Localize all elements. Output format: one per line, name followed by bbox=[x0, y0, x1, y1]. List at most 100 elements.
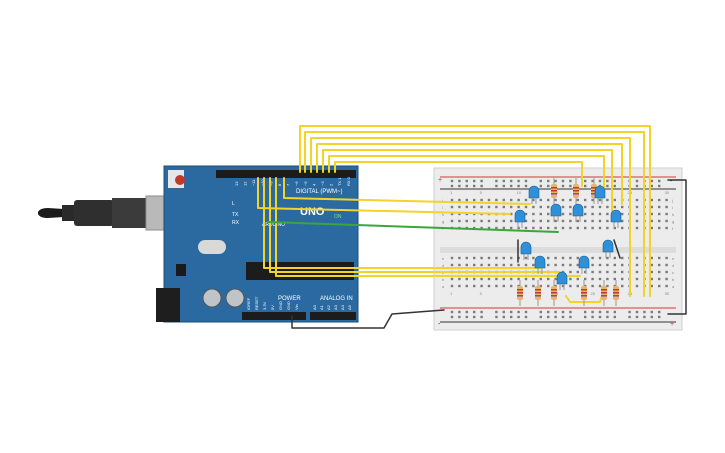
digital-pin-label: 13 bbox=[234, 181, 239, 186]
blue-led[interactable] bbox=[572, 203, 584, 222]
blue-led[interactable] bbox=[556, 271, 568, 290]
row-letter: d bbox=[672, 263, 674, 268]
blue-led[interactable] bbox=[602, 239, 614, 258]
row-letter: b bbox=[442, 277, 445, 282]
power-pin-label: Vin bbox=[294, 304, 299, 310]
blue-led[interactable] bbox=[550, 203, 562, 222]
signal-wire[interactable] bbox=[283, 177, 531, 205]
blue-led[interactable] bbox=[514, 209, 526, 228]
blue-led[interactable] bbox=[578, 255, 590, 274]
ground-wire[interactable] bbox=[667, 179, 687, 315]
rail-plus-bottom: + bbox=[670, 321, 674, 328]
tx-label: TX bbox=[232, 212, 239, 218]
digital-pin-label: ~6 bbox=[294, 181, 299, 186]
power-pin-label: 5V bbox=[270, 305, 275, 310]
signal-wire[interactable] bbox=[304, 131, 645, 297]
resistor[interactable] bbox=[581, 280, 587, 306]
digital-pin-label: ~3 bbox=[320, 181, 325, 186]
l-label: L bbox=[232, 201, 235, 207]
rx-label: RX bbox=[232, 220, 240, 226]
col-number: 1 bbox=[450, 190, 453, 195]
power-pin-label: IOREF bbox=[246, 297, 251, 310]
analog-pin-label: A2 bbox=[326, 304, 331, 310]
signal-wire[interactable] bbox=[334, 161, 583, 187]
power-pin-label: 3.3V bbox=[262, 301, 267, 310]
signal-wire[interactable] bbox=[328, 155, 605, 191]
analog-label: ANALOG IN bbox=[320, 296, 353, 302]
digital-pin-label: ~5 bbox=[303, 181, 308, 186]
digital-pin-label: ~10 bbox=[260, 178, 265, 186]
resistor[interactable] bbox=[601, 280, 607, 306]
digital-pin-label: ~11 bbox=[251, 179, 256, 186]
green-wire[interactable] bbox=[267, 221, 559, 233]
row-letter: e bbox=[672, 256, 675, 261]
row-letter: a bbox=[442, 284, 445, 289]
signal-wire[interactable] bbox=[316, 143, 623, 205]
blue-led[interactable] bbox=[534, 255, 546, 274]
power-label: POWER bbox=[278, 296, 301, 302]
col-number: 5 bbox=[480, 291, 483, 296]
resistor[interactable] bbox=[535, 280, 541, 306]
row-letter: j bbox=[671, 198, 673, 203]
power-header[interactable] bbox=[242, 312, 306, 320]
signal-wire[interactable] bbox=[299, 125, 651, 297]
digital-label: DIGITAL (PWM~) bbox=[296, 189, 343, 195]
signal-wire[interactable] bbox=[275, 177, 581, 277]
col-number: 30 bbox=[665, 291, 670, 296]
rail-plus-top: + bbox=[438, 177, 442, 184]
blue-led[interactable] bbox=[528, 185, 540, 204]
signal-wire[interactable] bbox=[269, 177, 561, 273]
resistor[interactable] bbox=[551, 178, 557, 204]
digital-pin-label: 7 bbox=[286, 183, 291, 186]
row-letter: i bbox=[672, 205, 673, 210]
arduino-label: ARDUINO bbox=[262, 222, 285, 228]
brand-label: UNO bbox=[300, 206, 325, 218]
resistor[interactable] bbox=[551, 280, 557, 306]
col-number: 20 bbox=[591, 291, 596, 296]
analog-pin-label: A0 bbox=[312, 304, 317, 310]
blue-led[interactable] bbox=[610, 209, 622, 228]
digital-pin-label: 8 bbox=[277, 183, 282, 186]
ground-wire[interactable] bbox=[291, 309, 445, 329]
reset-button[interactable] bbox=[175, 175, 185, 185]
row-letter: g bbox=[672, 219, 674, 224]
col-number: 5 bbox=[480, 190, 483, 195]
resistor[interactable] bbox=[517, 280, 523, 306]
row-letter: f bbox=[672, 226, 674, 231]
row-letter: g bbox=[442, 219, 444, 224]
power-pin-label: RESET bbox=[254, 296, 259, 310]
col-number: 10 bbox=[517, 190, 522, 195]
power-jack bbox=[156, 288, 180, 322]
digital-pin-label: TX 1 bbox=[337, 177, 342, 186]
signal-wire[interactable] bbox=[257, 177, 511, 215]
signal-wire[interactable] bbox=[322, 149, 613, 221]
blue-led[interactable] bbox=[594, 185, 606, 204]
signal-wire[interactable] bbox=[310, 137, 631, 297]
resistor[interactable] bbox=[573, 178, 579, 204]
rail-minus-top: - bbox=[670, 178, 673, 185]
row-letter: h bbox=[672, 212, 674, 217]
digital-pin-label: 2 bbox=[329, 183, 334, 186]
col-number: 1 bbox=[450, 291, 453, 296]
row-letter: h bbox=[442, 212, 444, 217]
analog-pin-label: A4 bbox=[340, 304, 345, 310]
on-label: ON bbox=[334, 214, 342, 220]
row-letter: d bbox=[442, 263, 444, 268]
signal-wire[interactable] bbox=[263, 177, 541, 269]
digital-pin-label: 12 bbox=[243, 181, 248, 186]
row-letter: i bbox=[442, 205, 443, 210]
row-letter: a bbox=[672, 284, 675, 289]
row-letter: c bbox=[672, 270, 674, 275]
analog-pin-label: A3 bbox=[333, 304, 338, 310]
rail-minus-bottom: - bbox=[438, 321, 441, 328]
analog-header[interactable] bbox=[310, 312, 356, 320]
digital-header[interactable] bbox=[216, 170, 356, 178]
resistor[interactable] bbox=[613, 280, 619, 306]
ground-wire[interactable] bbox=[613, 239, 621, 259]
analog-pin-label: A5 bbox=[347, 304, 352, 310]
power-pin-label: GND bbox=[278, 301, 283, 310]
row-letter: b bbox=[672, 277, 675, 282]
blue-led[interactable] bbox=[520, 241, 532, 260]
